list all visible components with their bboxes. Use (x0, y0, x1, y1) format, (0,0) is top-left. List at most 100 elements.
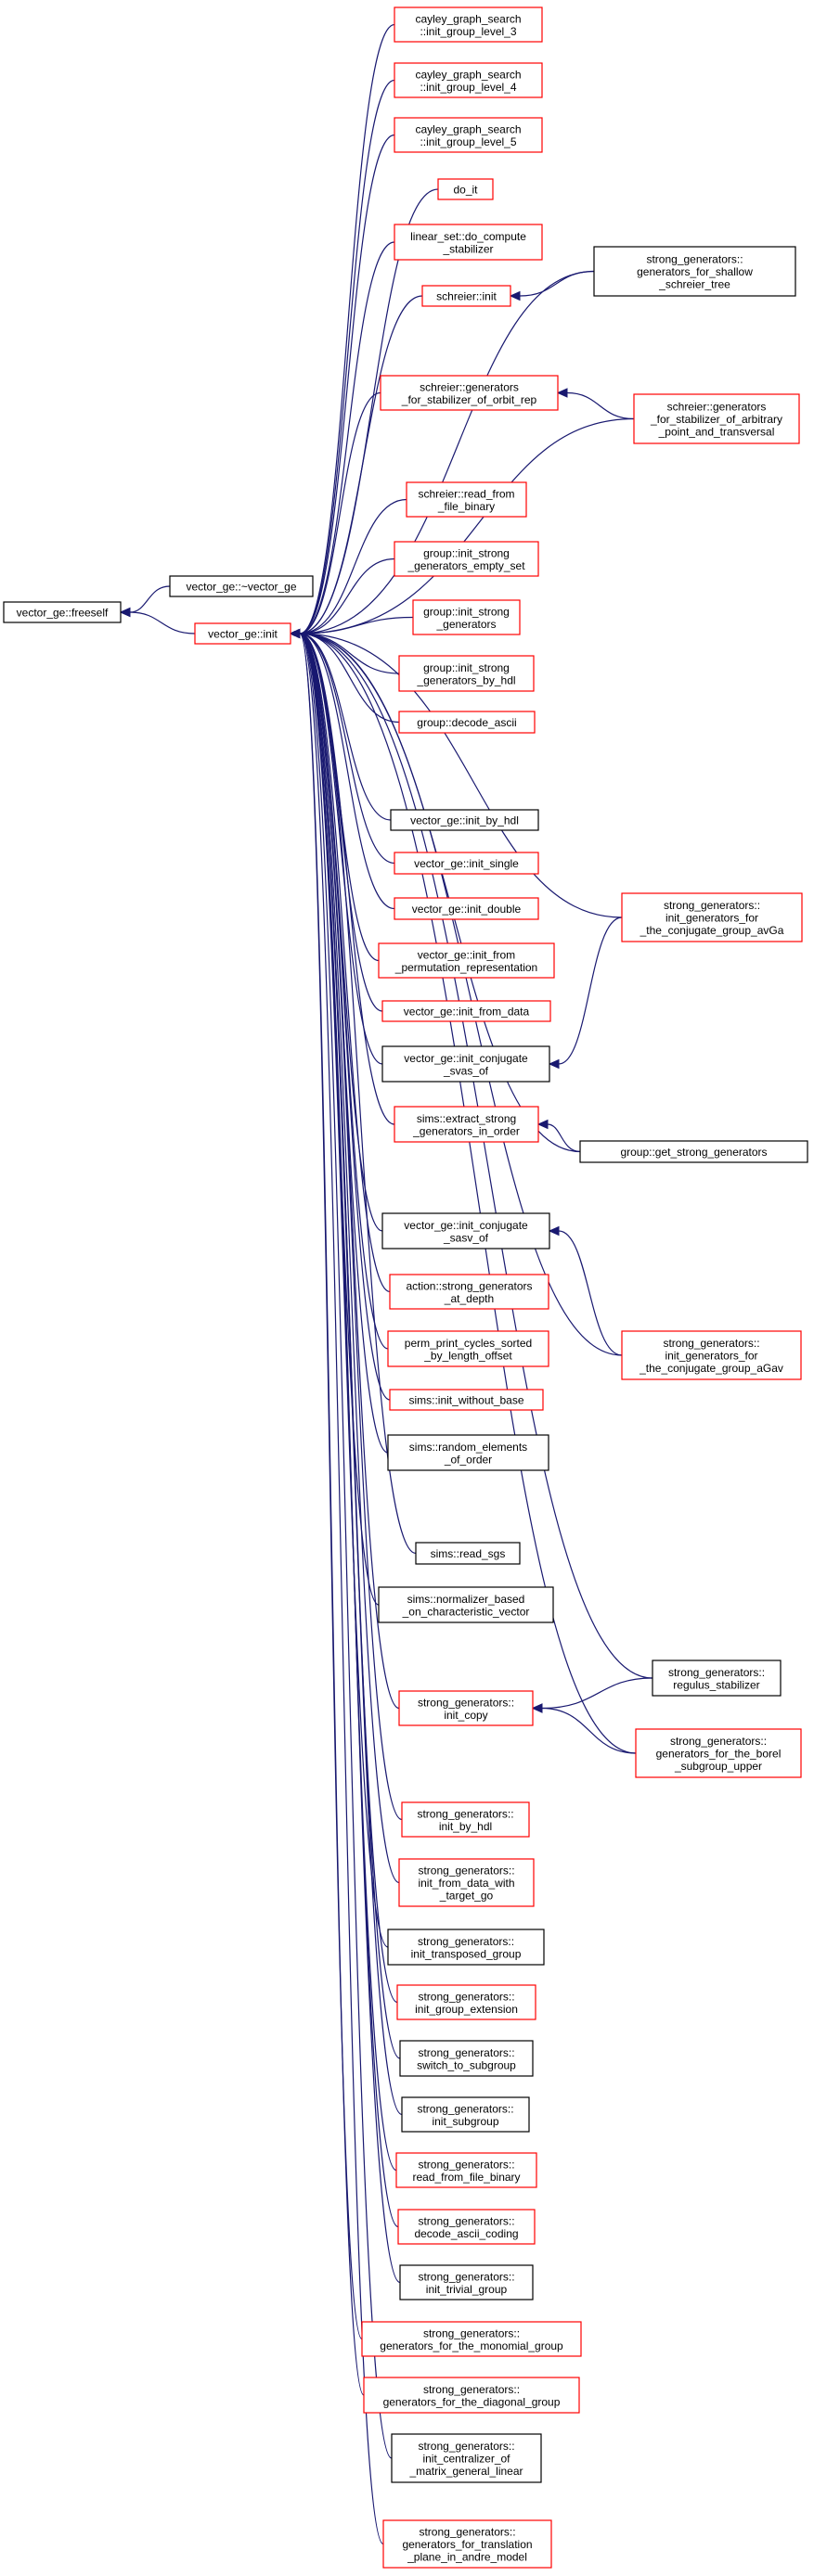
node-label-line: strong_generators:: (418, 2046, 514, 2059)
edge-line (519, 270, 595, 297)
node-c9[interactable]: group::init_strong_generators_empty_set (394, 541, 539, 577)
node-label-line: _for_stabilizer_of_orbit_rep (401, 393, 537, 406)
node-label-line: init_subgroup (432, 2115, 498, 2128)
edge-line (558, 916, 623, 1065)
node-c24[interactable]: sims::random_elements_of_order (387, 1434, 549, 1471)
node-r3[interactable]: strong_generators::init_generators_for_t… (621, 892, 803, 942)
edge-r7-to-c27 (531, 1703, 637, 1754)
node-label-line: vector_ge::init_double (412, 903, 522, 916)
edge-line (299, 498, 407, 634)
node-label-line: action::strong_generators (406, 1279, 532, 1292)
arrowhead (536, 1119, 549, 1130)
node-c36[interactable]: strong_generators::init_trivial_group (399, 2264, 534, 2300)
node-c31[interactable]: strong_generators::init_group_extension (396, 1984, 536, 2020)
edge-line (558, 1230, 623, 1356)
node-r7[interactable]: strong_generators::generators_for_the_bo… (635, 1728, 802, 1778)
edges-layer (119, 23, 653, 2545)
node-c26[interactable]: sims::normalizer_based_on_characteristic… (378, 1586, 554, 1623)
node-c19[interactable]: sims::extract_strong_generators_in_order (394, 1106, 539, 1143)
node-r4[interactable]: group::get_strong_generators (579, 1140, 808, 1163)
edge-c27-to-init (289, 628, 400, 1710)
node-label-line: strong_generators:: (670, 1735, 767, 1748)
node-init[interactable]: vector_ge::init (194, 622, 291, 645)
node-c15[interactable]: vector_ge::init_double (394, 897, 539, 920)
node-c5[interactable]: linear_set::do_compute_stabilizer (394, 224, 543, 261)
node-r5[interactable]: strong_generators::init_generators_for_t… (621, 1330, 802, 1380)
node-label-line: generators_for_shallow (637, 265, 753, 278)
node-c29[interactable]: strong_generators::init_from_data_with_t… (398, 1858, 535, 1907)
node-c11[interactable]: group::init_strong_generators_by_hdl (398, 655, 535, 692)
node-label-line: strong_generators:: (418, 1865, 514, 1878)
edge-r1-to-c6 (509, 270, 595, 301)
node-c32[interactable]: strong_generators::switch_to_subgroup (399, 2040, 534, 2077)
node-c8[interactable]: schreier::read_from_file_binary (406, 481, 527, 518)
node-c7[interactable]: schreier::generators_for_stabilizer_of_o… (380, 375, 559, 411)
node-c17[interactable]: vector_ge::init_from_data (381, 1000, 551, 1022)
node-c2[interactable]: cayley_graph_search::init_group_level_4 (394, 62, 543, 98)
node-r2[interactable]: schreier::generators_for_stabilizer_of_a… (633, 393, 800, 444)
node-c22[interactable]: perm_print_cycles_sorted_by_length_offse… (387, 1330, 549, 1367)
node-label-line: init_group_extension (415, 2003, 518, 2016)
node-c23[interactable]: sims::init_without_base (389, 1389, 544, 1411)
node-c30[interactable]: strong_generators::init_transposed_group (387, 1929, 545, 1966)
arrowhead (509, 290, 521, 301)
node-c6[interactable]: schreier::init (421, 285, 511, 307)
node-c34[interactable]: strong_generators::read_from_file_binary (395, 2152, 537, 2188)
node-label-line: _by_length_offset (423, 1349, 512, 1362)
node-c12[interactable]: group::decode_ascii (398, 711, 536, 734)
node-label-line: vector_ge::freeself (17, 607, 109, 620)
node-c37[interactable]: strong_generators::generators_for_the_mo… (361, 2321, 582, 2357)
node-label-line: vector_ge::init_by_hdl (410, 814, 519, 827)
edge-r6-to-c27 (531, 1677, 653, 1713)
node-label-line: _on_characteristic_vector (402, 1605, 530, 1618)
node-r6[interactable]: strong_generators::regulus_stabilizer (652, 1660, 782, 1697)
node-label-line: strong_generators:: (418, 1990, 514, 2003)
node-c38[interactable]: strong_generators::generators_for_the_di… (363, 2377, 580, 2414)
node-label-line: _schreier_tree (658, 278, 730, 291)
node-c39[interactable]: strong_generators::init_centralizer_of_m… (391, 2433, 542, 2483)
node-label-line: ::init_group_level_3 (420, 25, 516, 38)
node-label-line: strong_generators:: (646, 253, 743, 266)
node-root[interactable]: vector_ge::freeself (3, 601, 122, 623)
node-c20[interactable]: vector_ge::init_conjugate_sasv_of (381, 1212, 550, 1250)
node-label-line: init_copy (444, 1709, 487, 1722)
node-c14[interactable]: vector_ge::init_single (394, 852, 539, 875)
edge-line (129, 585, 171, 613)
node-box (361, 2321, 582, 2357)
edge-line (299, 134, 395, 634)
node-box (387, 1330, 549, 1367)
node-box (389, 1389, 544, 1411)
node-c18[interactable]: vector_ge::init_conjugate_svas_of (381, 1045, 550, 1083)
node-box (381, 1000, 551, 1022)
node-c16[interactable]: vector_ge::init_from_permutation_represe… (378, 942, 555, 979)
node-box (387, 1434, 549, 1471)
node-c1[interactable]: cayley_graph_search::init_group_level_3 (394, 6, 543, 43)
node-c33[interactable]: strong_generators::init_subgroup (401, 2096, 530, 2133)
node-c27[interactable]: strong_generators::init_copy (398, 1690, 534, 1726)
node-c3[interactable]: cayley_graph_search::init_group_level_5 (394, 117, 543, 153)
node-dtor[interactable]: vector_ge::~vector_ge (169, 575, 314, 597)
edge-line (299, 633, 395, 910)
node-r1[interactable]: strong_generators::generators_for_shallo… (593, 246, 796, 297)
edge-line (129, 611, 196, 634)
node-c25[interactable]: sims::read_sgs (415, 1542, 521, 1565)
node-label-line: _the_conjugate_group_avGa (640, 924, 784, 937)
node-label-line: schreier::init (436, 290, 497, 303)
node-label-line: _at_depth (444, 1292, 494, 1305)
node-label-line: _permutation_representation (394, 961, 537, 974)
edge-line (299, 633, 395, 1125)
node-box (394, 62, 543, 98)
node-c13[interactable]: vector_ge::init_by_hdl (390, 809, 539, 831)
node-c10[interactable]: group::init_strong_generators (412, 599, 521, 635)
node-c40[interactable]: strong_generators::generators_for_transl… (382, 2519, 552, 2569)
node-c35[interactable]: strong_generators::decode_ascii_coding (397, 2209, 536, 2245)
edge-line (547, 1123, 581, 1153)
node-label-line: init_by_hdl (439, 1820, 492, 1833)
node-c4[interactable]: do_it (437, 178, 494, 200)
node-label-line: cayley_graph_search (415, 12, 521, 25)
edge-c7-to-init (289, 391, 381, 639)
edge-line (299, 633, 391, 1401)
edge-line (299, 633, 365, 2396)
node-c28[interactable]: strong_generators::init_by_hdl (401, 1801, 530, 1838)
node-c21[interactable]: action::strong_generators_at_depth (389, 1274, 549, 1310)
